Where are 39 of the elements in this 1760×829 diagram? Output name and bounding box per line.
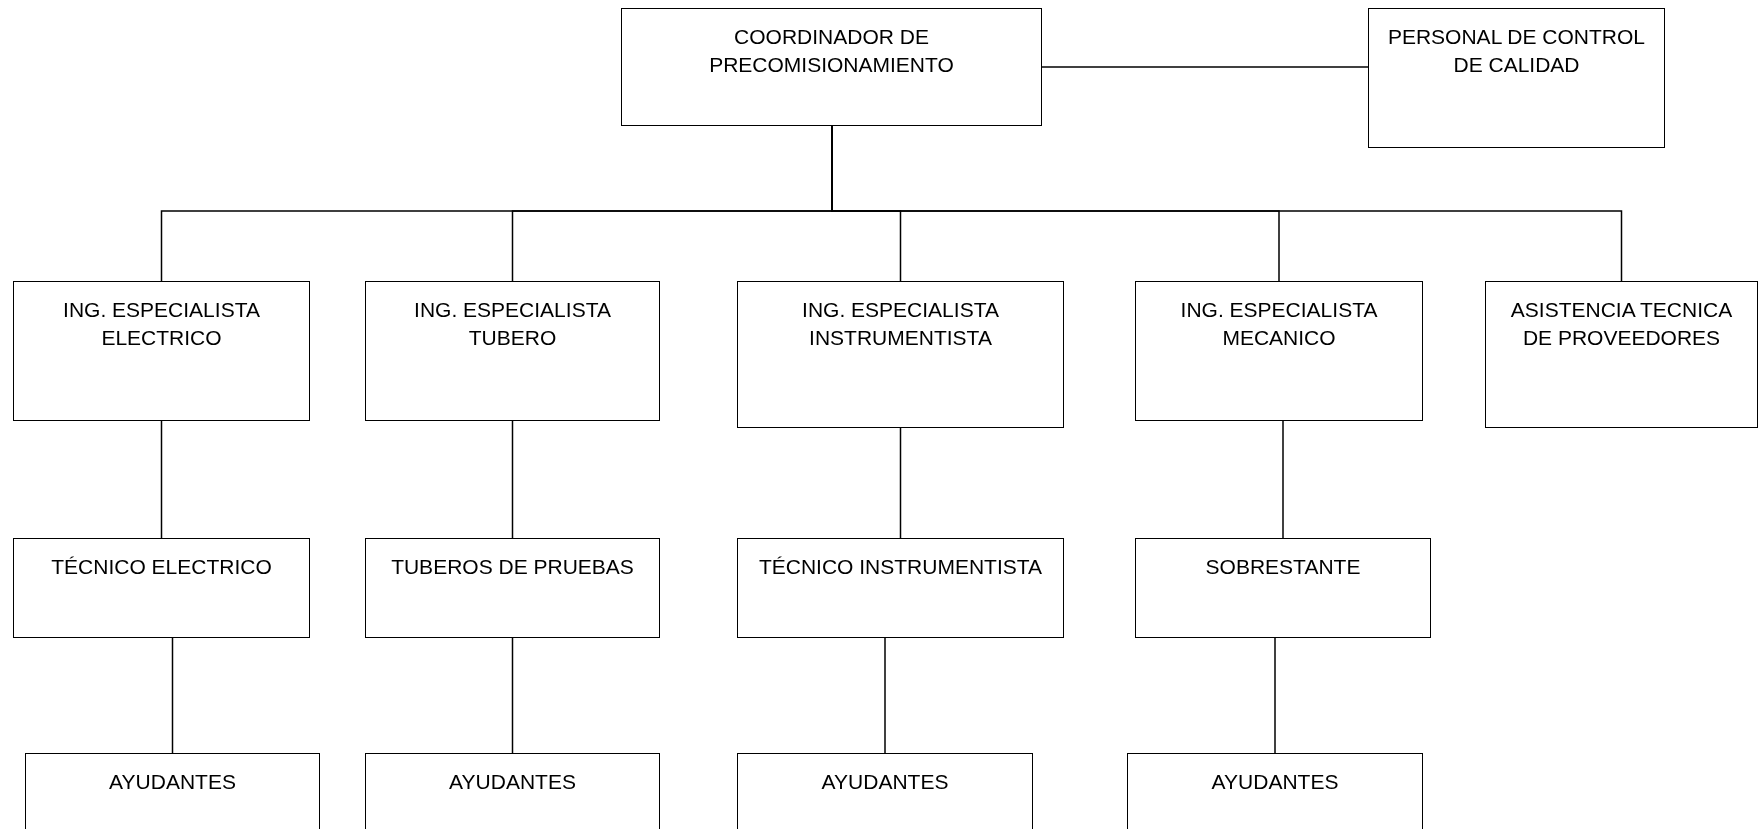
role-title: ING. ESPECIALISTA TUBERO <box>413 297 612 351</box>
role-title: ING. ESPECIALISTA MECANICO <box>1179 297 1379 351</box>
org-box <box>1135 281 1423 421</box>
role-title: AYUDANTES <box>1211 769 1339 795</box>
org-box <box>1368 8 1665 148</box>
role-title: PERSONAL DE CONTROL DE CALIDAD <box>1386 24 1647 78</box>
org-box <box>737 753 1033 829</box>
org-box <box>365 281 660 421</box>
role-title: AYUDANTES <box>821 769 949 795</box>
connector-line <box>1282 420 1284 539</box>
connector-line <box>511 420 514 539</box>
connector-line <box>1041 66 1369 68</box>
role-title: TUBEROS DE PRUEBAS <box>391 554 634 580</box>
role-title: TÉCNICO ELECTRICO <box>51 554 272 580</box>
connector-line <box>1274 637 1276 754</box>
org-box <box>365 753 660 829</box>
org-box <box>25 753 320 829</box>
role-title: TÉCNICO INSTRUMENTISTA <box>758 554 1043 580</box>
role-title: ING. ESPECIALISTA INSTRUMENTISTA <box>801 297 1000 351</box>
role-title: ASISTENCIA TECNICA DE PROVEEDORES <box>1509 297 1734 351</box>
connector-line <box>171 637 174 754</box>
role-title: COORDINADOR DE PRECOMISIONAMIENTO <box>708 24 955 78</box>
org-box <box>13 538 310 638</box>
role-title: AYUDANTES <box>449 769 576 795</box>
org-box <box>1485 281 1758 428</box>
org-box <box>13 281 310 421</box>
org-box <box>621 8 1042 126</box>
org-box <box>1127 753 1423 829</box>
connector-line <box>160 420 163 539</box>
org-box <box>1135 538 1431 638</box>
connector-line <box>511 637 514 754</box>
role-title: SOBRESTANTE <box>1205 554 1361 580</box>
role-title: AYUDANTES <box>109 769 236 795</box>
connector-line <box>899 427 902 539</box>
org-box <box>365 538 660 638</box>
org-box <box>737 538 1064 638</box>
connector-line <box>884 637 886 754</box>
org-box <box>737 281 1064 428</box>
role-title: ING. ESPECIALISTA ELECTRICO <box>62 297 261 351</box>
